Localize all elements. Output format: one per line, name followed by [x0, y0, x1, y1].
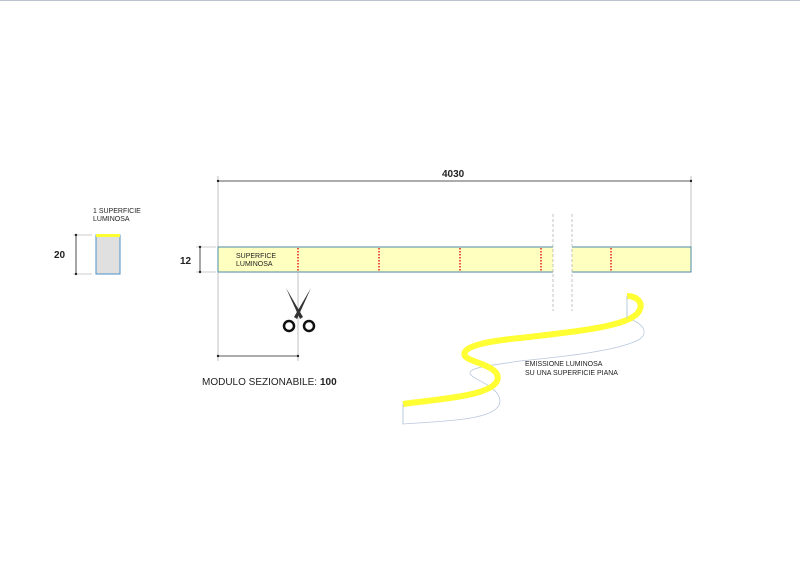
- module-label: MODULO SEZIONABILE:: [202, 377, 317, 388]
- emission-label-line1: EMISSIONE LUMINOSA: [525, 361, 603, 368]
- curved-ribbon: EMISSIONE LUMINOSA SU UNA SUPERFICIE PIA…: [402, 293, 645, 425]
- surface-label-line1: SUPERFICE: [236, 253, 276, 260]
- cut-marks: [297, 248, 612, 271]
- module-dimension: MODULO SEZIONABILE: 100: [202, 354, 337, 388]
- emission-label-line2: SU UNA SUPERFICIE PIANA: [525, 370, 618, 377]
- led-strip: SUPERFICE LUMINOSA 12: [180, 214, 692, 311]
- length-label: 4030: [442, 169, 465, 180]
- section-emitting-face: [96, 234, 120, 237]
- section-height-label: 20: [54, 250, 66, 261]
- strip-height-label: 12: [180, 256, 192, 267]
- section-profile: [95, 234, 121, 275]
- section-title-line2: LUMINOSA: [93, 216, 130, 223]
- section-title-line1: 1 SUPERFICIE: [93, 208, 141, 215]
- module-value: 100: [320, 377, 337, 388]
- break-gap: [553, 245, 572, 275]
- surface-label-line2: LUMINOSA: [236, 261, 273, 268]
- scissors-icon: [282, 272, 316, 361]
- cross-section: 1 SUPERFICIE LUMINOSA 20: [54, 208, 141, 276]
